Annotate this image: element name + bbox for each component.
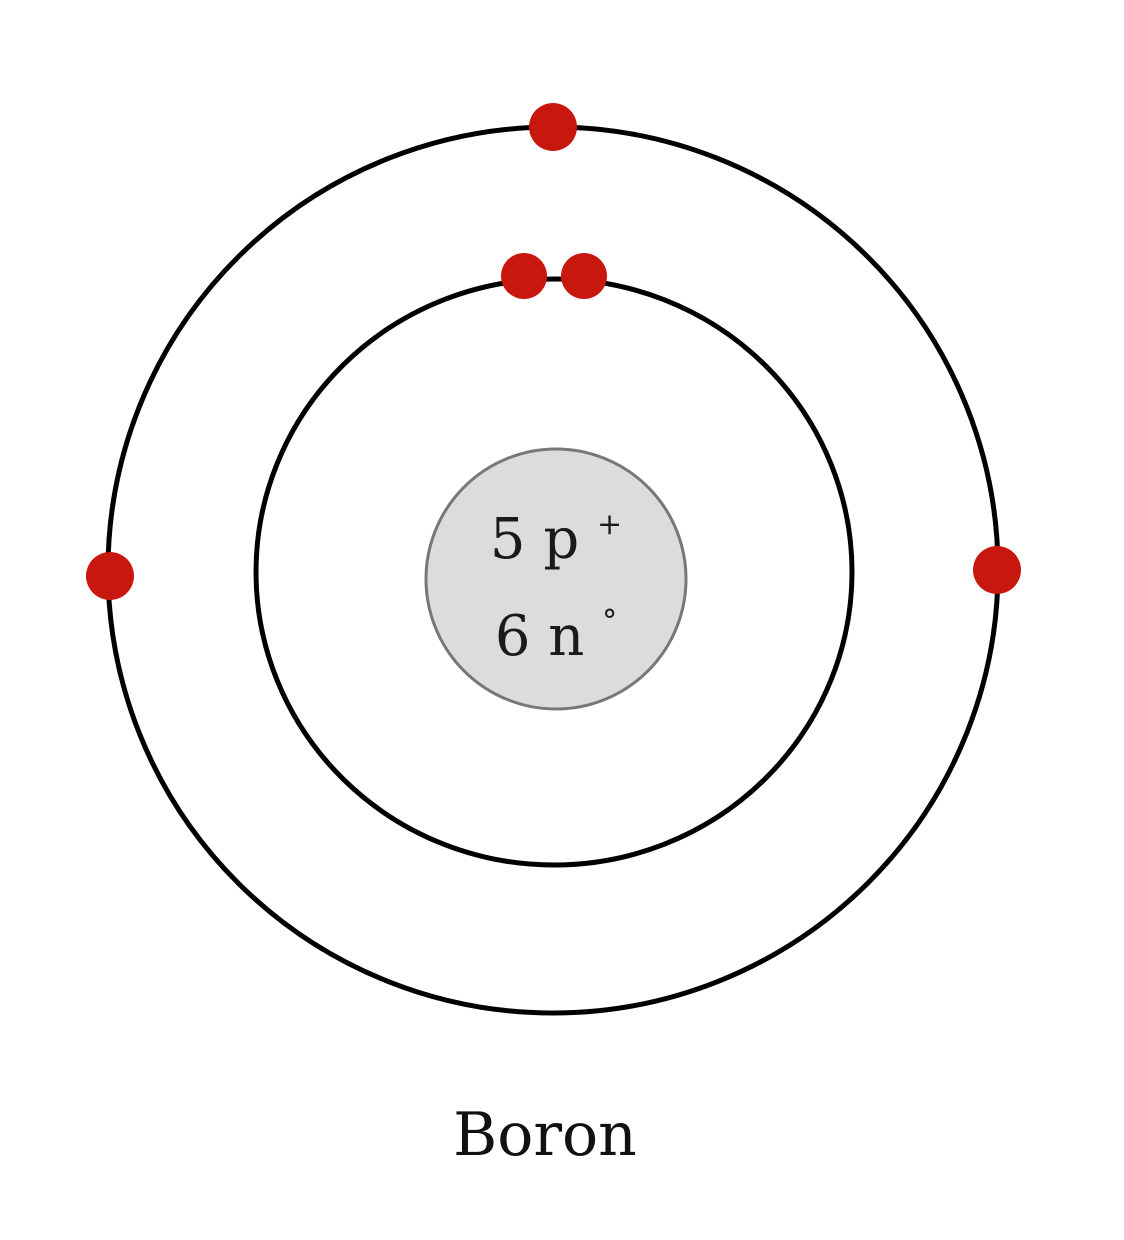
proton-charge: + — [597, 507, 622, 542]
neutron-symbol: n — [548, 604, 584, 669]
electron-outer-left — [86, 552, 134, 600]
nucleus — [424, 447, 688, 711]
proton-symbol: p — [543, 507, 579, 572]
proton-count: 5 — [490, 507, 526, 572]
inner-shell-orbit — [253, 276, 855, 868]
element-name-caption: Boron — [453, 1100, 637, 1170]
neutron-charge: ° — [602, 604, 617, 639]
electron-outer-top — [529, 103, 577, 151]
neutron-label: 6 n ° — [495, 604, 617, 669]
electron-outer-right — [973, 546, 1021, 594]
electron-inner-left — [501, 253, 547, 299]
neutron-count: 6 — [495, 604, 531, 669]
proton-label: 5 p + — [490, 507, 622, 572]
electron-inner-right — [561, 253, 607, 299]
